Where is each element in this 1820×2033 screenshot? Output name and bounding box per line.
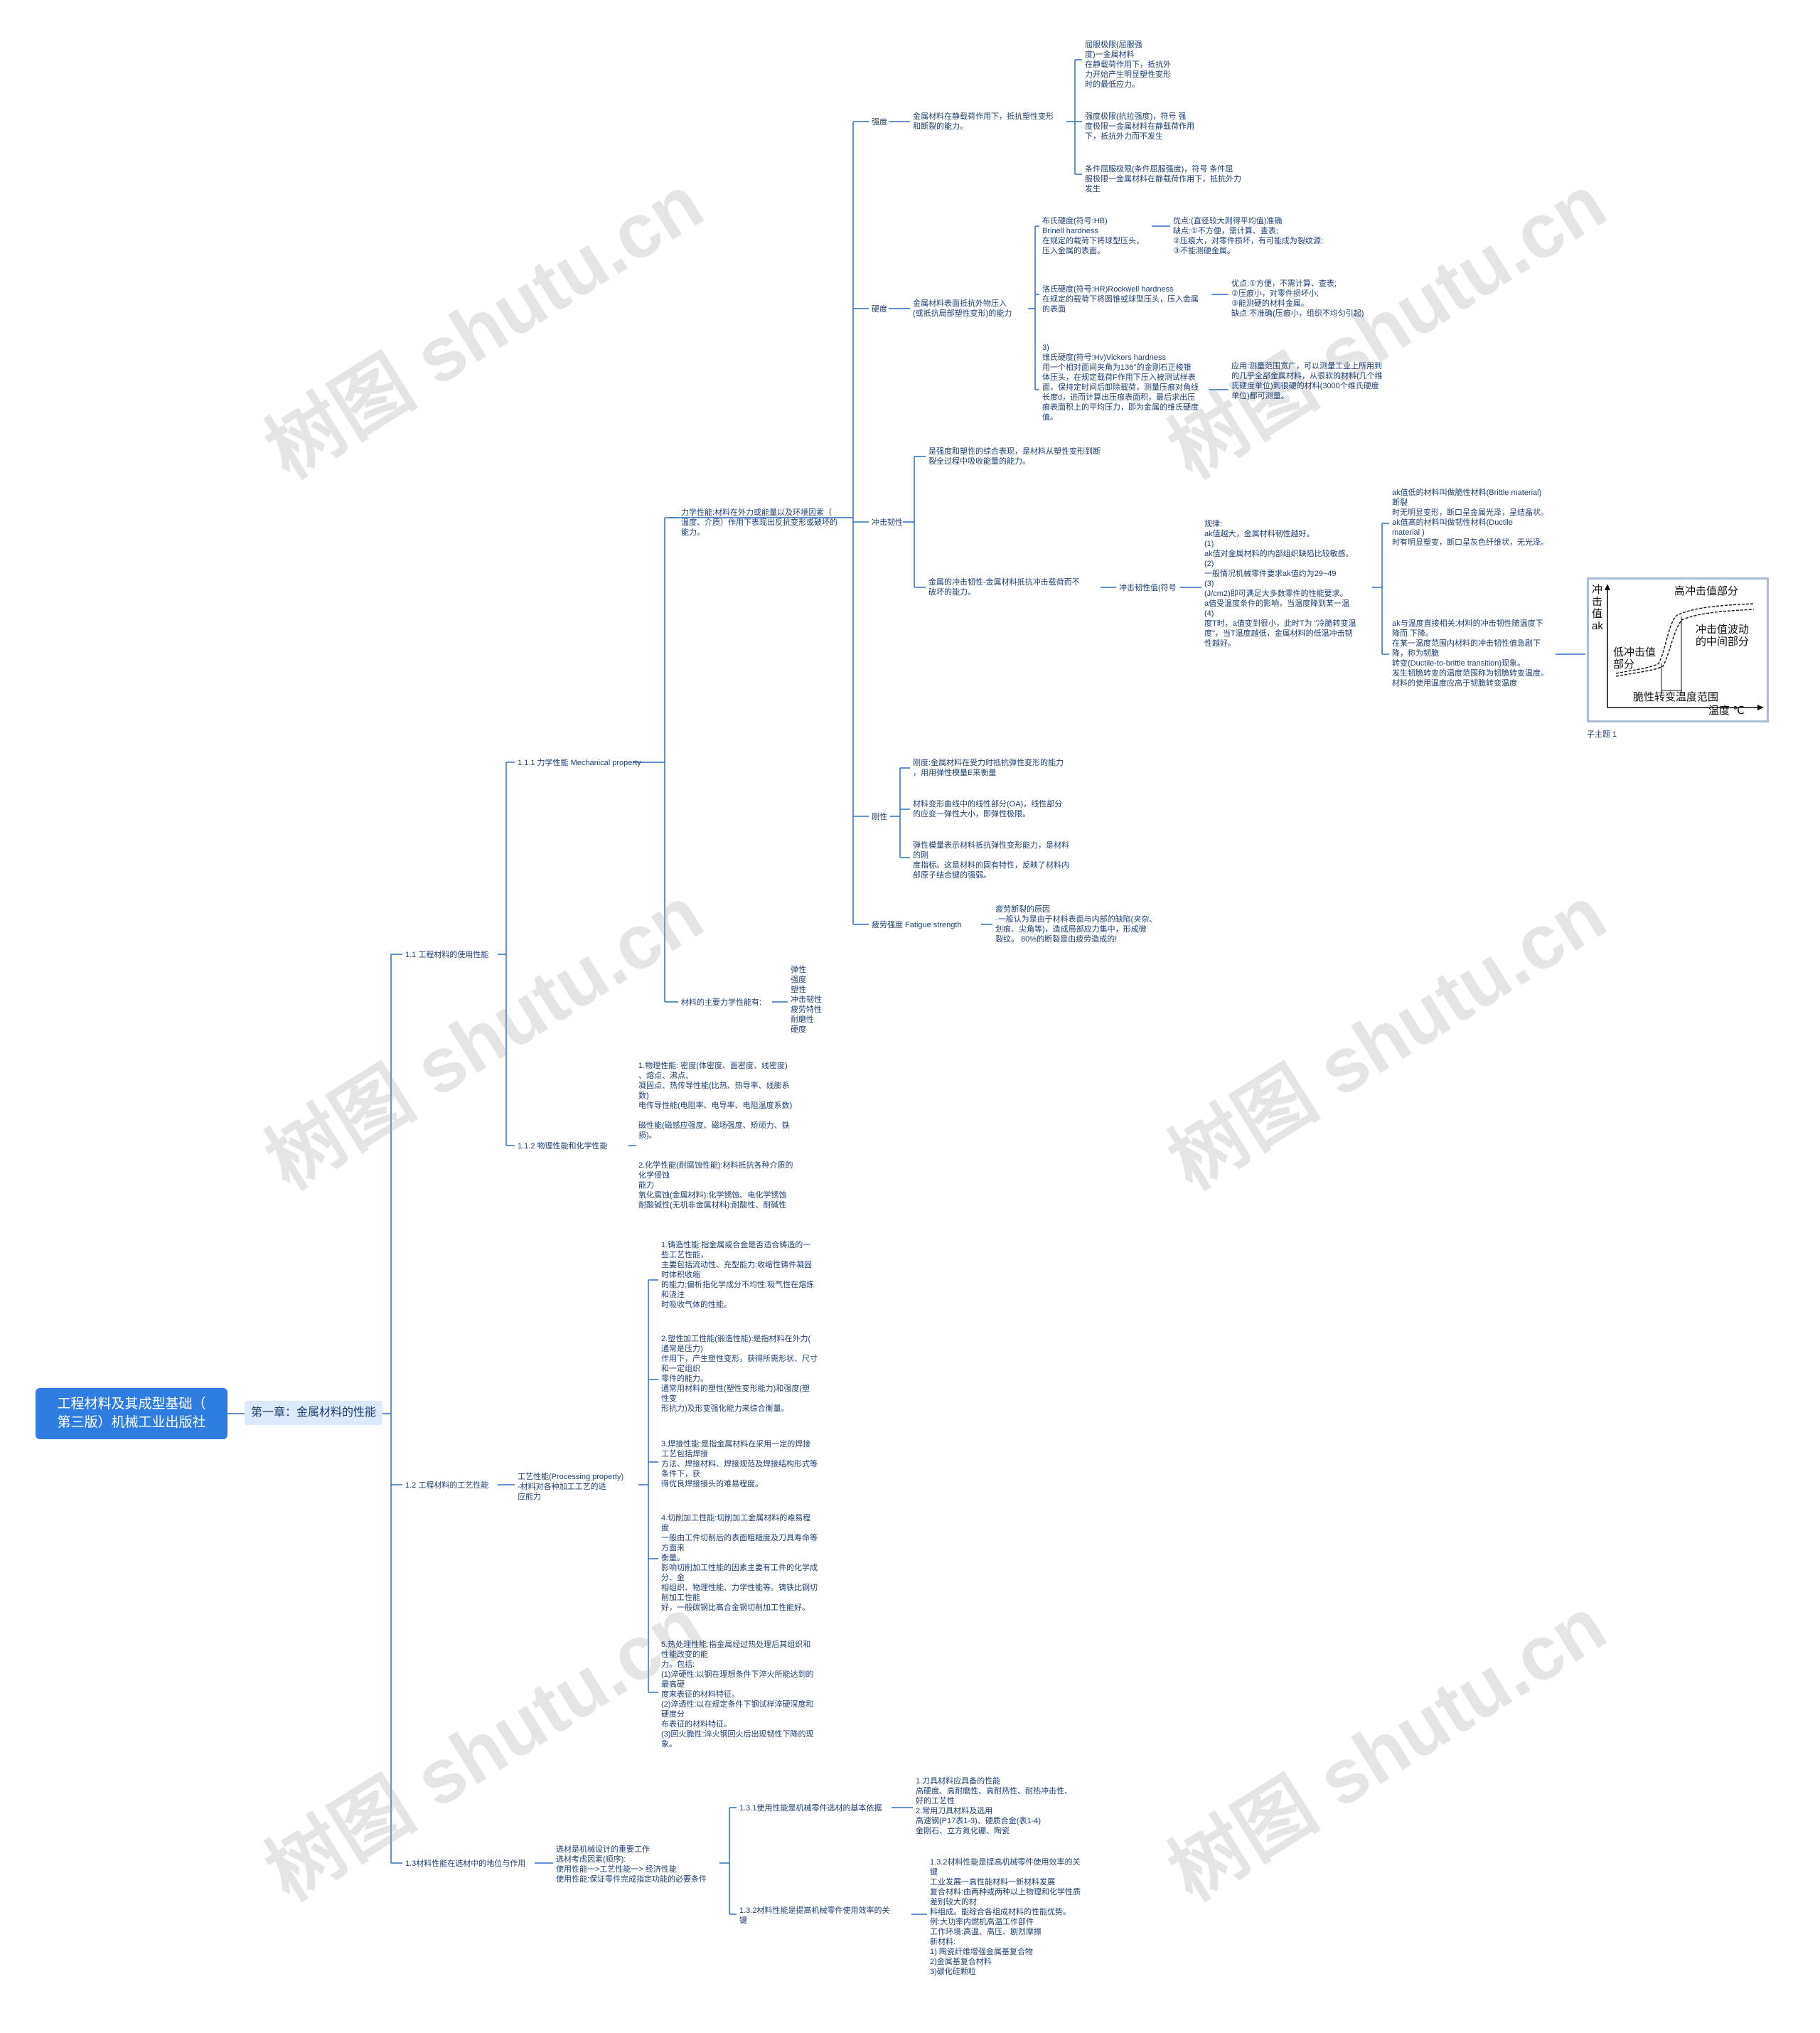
process-desc[interactable]: 工艺性能(Processing property) -材料对各种加工工艺的适 应… (518, 1473, 624, 1501)
rockwell-note[interactable]: 优点:①方便，不需计算、查表; ②压痕小，对零件损坏小; ③能测硬的材料金属。 … (1231, 279, 1364, 318)
stiffness-label[interactable]: 刚性 (872, 813, 887, 821)
chart-y-label: 冲 击 值 ak (1592, 584, 1603, 632)
impact-brittle[interactable]: ak值低的材料叫做脆性材料(Brittle material) 断裂 时无明显变… (1392, 489, 1548, 547)
phys-chem-text[interactable]: 1.物理性能: 密度(体密度、面密度、线密度) 、熔点、沸点、 凝固点、热传导性… (638, 1062, 793, 1210)
strength-item[interactable]: 强度极限(抗拉强度)，符号 强 度极限一金属材料在静载荷作用 下，抵抗外力而不发… (1085, 112, 1194, 141)
rockwell-node[interactable]: 洛氏硬度(符号:HR)Rockwell hardness 在规定的载荷下将圆锥或… (1042, 285, 1199, 314)
vickers-node[interactable]: 3) 维氏硬度(符号:Hv)Vickers hardness 用一个相对面间夹角… (1042, 343, 1199, 422)
fatigue-desc[interactable]: 疲劳断裂的原因 ·一般认为是由于材料表面与内部的缺陷(夹杂、 划痕、尖角等)，造… (995, 905, 1157, 944)
impact-desc-1[interactable]: 是强度和塑性的综合表现，是材料从塑性变形到断 裂全过程中吸收能量的能力。 (928, 447, 1101, 466)
chart-label-low: 低冲击值 部分 (1613, 646, 1656, 671)
impact-desc-2[interactable]: 金属的冲击韧性-金属材料抵抗冲击载荷而不 破坏的能力。 (928, 578, 1080, 597)
section-1-1[interactable]: 1.1 工程材料的使用性能 (405, 951, 489, 959)
section-1-3-1[interactable]: 1.3.1使用性能是机械零件选材的基本依据 (739, 1804, 882, 1813)
process-item[interactable]: 5.热处理性能:指金属经过热处理后其组织和 性能改变的能 力。包括: (1)淬硬… (661, 1640, 814, 1749)
mech-desc[interactable]: 力学性能:材料在外力或能量以及环境因素（ 温度、介质）作用下表现出反抗变形或破坏… (681, 508, 837, 537)
mech-main-label[interactable]: 材料的主要力学性能有: (681, 998, 762, 1007)
hardness-label[interactable]: 硬度 (872, 305, 887, 314)
chart-x-label: 温度 ℃ (1708, 705, 1745, 717)
strength-label[interactable]: 强度 (872, 118, 887, 127)
selection-desc[interactable]: 选材是机械设计的重要工作 选材考虑因素(顺序): 使用性能一>工艺性能一> 经济… (556, 1845, 707, 1884)
chart-label-mid: 冲击值波动 的中间部分 (1696, 624, 1750, 648)
root-node[interactable]: 工程材料及其成型基础（ 第三版）机械工业出版社 (36, 1388, 228, 1439)
impact-label[interactable]: 冲击韧性 (872, 518, 903, 527)
process-item[interactable]: 2.塑性加工性能(锻造性能):是指材料在外力( 通常是压力) 作用下，产生塑性变… (661, 1335, 818, 1413)
process-item[interactable]: 4.切削加工性能:切削加工金属材料的难易程 度 一般由工件切削后的表面粗糙度及刀… (661, 1514, 818, 1612)
section-1-3-2-text[interactable]: 1.3.2材料性能是提高机械零件使用效率的关 键 工业发展一高性能材料一新材料发… (930, 1858, 1081, 1976)
chart-label-range: 脆性转变温度范围 (1633, 691, 1719, 703)
impact-symbol[interactable]: 冲击韧性值(符号 (1119, 584, 1177, 592)
brinell-node[interactable]: 布氏硬度(符号:HB) Brinell hardness 在规定的载荷下将球型压… (1042, 217, 1144, 255)
process-item[interactable]: 3.焊接性能:是指金属材料在采用一定的焊接 工艺包括焊接 方法、焊接材料、焊接规… (661, 1440, 818, 1488)
chapter-node[interactable]: 第一章：金属材料的性能 (245, 1401, 382, 1425)
hardness-desc[interactable]: 金属材料表面抵抗外物压入 (或抵抗局部塑性变形)的能力 (913, 299, 1012, 318)
chart-caption[interactable]: 子主题 1 (1587, 730, 1617, 739)
impact-temp[interactable]: ak与温度直接相关:材料的冲击韧性随温度下 降而 下降。 在某一温度范围内材料的… (1392, 619, 1548, 688)
stiffness-item[interactable]: 刚度:金属材料在受力时抵抗弹性变形的能力 ，用用弹性模量E来衡量 (913, 759, 1064, 777)
section-1-3[interactable]: 1.3材料性能在选材中的地位与作用 (405, 1859, 526, 1868)
chart-label-high: 高冲击值部分 (1674, 585, 1739, 597)
section-1-3-1-text[interactable]: 1.刀具材料应具备的性能 高硬度、高耐磨性、高耐热性、耐热冲击性、 好的工艺性 … (916, 1777, 1072, 1835)
process-item[interactable]: 1.铸造性能:指金属或合金是否适合铸造的一 些工艺性能， 主要包括流动性、充型能… (661, 1241, 815, 1309)
mech-main-list[interactable]: 弹性 强度 塑性 冲击韧性 疲劳特性 耐磨性 硬度 (791, 966, 822, 1034)
vickers-note[interactable]: 应用:测量范围宽广，可以测量工业上所用到 的几乎全部金属材料，从很软的材料(几个… (1231, 362, 1383, 400)
ductile-brittle-transition-diagram: 冲 击 值 ak 高冲击值部分 冲击值波动 的中间部分 低冲击值 部分 脆性转变… (1587, 577, 1769, 722)
section-1-1-2[interactable]: 1.1.2 物理性能和化学性能 (518, 1142, 608, 1151)
strength-item[interactable]: 屈服极限(屈服强 度)一金属材料 在静载荷作用下，抵抗外 力开始产生明显塑性变形… (1085, 41, 1171, 89)
stiffness-item[interactable]: 材料变形曲线中的线性部分(OA)，线性部分 的应变一弹性大小，即弹性极限。 (913, 800, 1063, 818)
impact-rules[interactable]: 规律: ak值越大，金属材料韧性越好。 (1) ak值对金属材料的内部组织缺陷比… (1204, 520, 1356, 648)
strength-item[interactable]: 条件屈服极限(条件屈服强度)，符号 条件屈 服极限一金属材料在静载荷作用下，抵抗… (1085, 165, 1241, 193)
section-1-3-2[interactable]: 1.3.2材料性能是提高机械零件使用效率的关 键 (739, 1906, 890, 1925)
strength-desc[interactable]: 金属材料在静载荷作用下，抵抗塑性变形 和断裂的能力。 (913, 112, 1054, 131)
stiffness-item[interactable]: 弹性模量表示材料抵抗弹性变形能力，是材料 的刚 度指标。这是材料的固有特性，反映… (913, 841, 1069, 880)
section-1-2[interactable]: 1.2 工程材料的工艺性能 (405, 1481, 489, 1490)
brinell-note[interactable]: 优点:(直径较大则得平均值)准确 缺点:①不方便，需计算、查表; ②压痕大，对零… (1173, 217, 1323, 255)
fatigue-label[interactable]: 疲劳强度 Fatigue strength (872, 921, 962, 929)
section-1-1-1[interactable]: 1.1.1 力学性能 Mechanical property (518, 759, 641, 767)
